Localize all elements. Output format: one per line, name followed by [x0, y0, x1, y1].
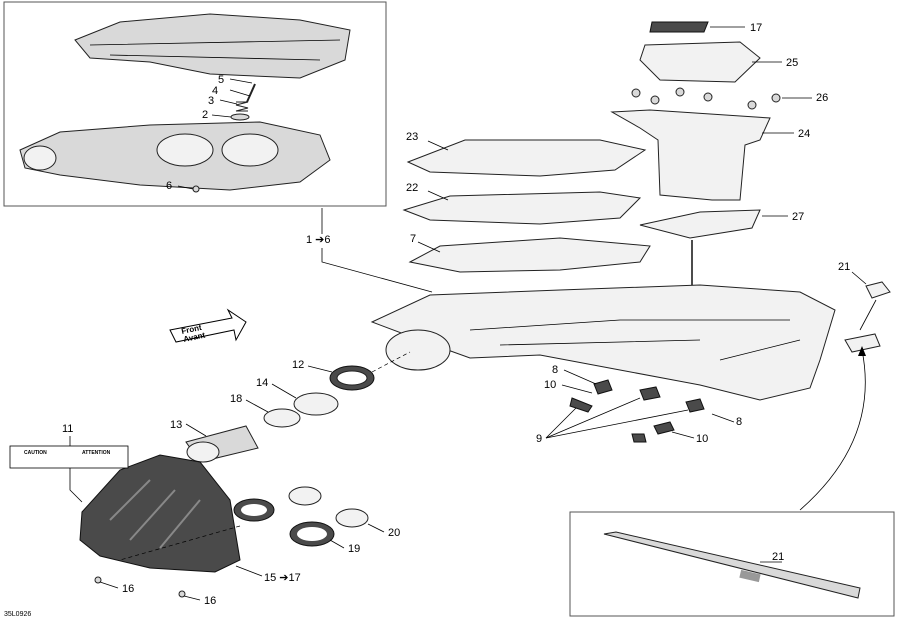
label-3: 3: [208, 95, 214, 107]
label-14: 14: [256, 377, 268, 389]
part-14-clamp: [293, 392, 339, 416]
label-19: 19: [348, 543, 360, 555]
diagram-code: 35L0926: [4, 611, 31, 618]
part-11-silencer: [79, 454, 241, 573]
part-6-nut: [192, 185, 200, 193]
label-7: 7: [410, 233, 416, 245]
front-arrow: Front Avant: [169, 308, 247, 344]
part-27-plate: [639, 209, 761, 239]
attention-text: ATTENTION: [82, 450, 111, 456]
label-18: 18: [230, 393, 242, 405]
part-16-screw-b: [178, 590, 186, 598]
inset-box-strap: [569, 511, 895, 617]
caution-text: CAUTION: [24, 450, 47, 456]
part-18-seal: [263, 408, 301, 428]
label-26: 26: [816, 92, 828, 104]
label-2: 2: [202, 109, 208, 121]
label-6: 6: [166, 180, 172, 192]
label-12: 12: [292, 359, 304, 371]
part-3-spring: [235, 101, 249, 112]
label-8-left: 8: [552, 364, 558, 376]
label-5: 5: [218, 74, 224, 86]
label-21-top: 21: [838, 261, 850, 273]
part-7-frame: [408, 237, 651, 273]
intake-ring-left: [156, 133, 214, 167]
label-4: 4: [212, 85, 218, 97]
label-22: 22: [406, 182, 418, 194]
part-22-filter: [402, 191, 642, 225]
label-25: 25: [786, 57, 798, 69]
part-21-clip: [865, 281, 891, 299]
intake-ring-right: [221, 133, 279, 167]
part-26-fasteners: [631, 87, 781, 110]
label-1-6: 1 ➔6: [306, 234, 331, 246]
label-15-17: 15 ➔17: [264, 572, 301, 584]
part-21-clip-installed: [844, 333, 881, 353]
label-27: 27: [792, 211, 804, 223]
part-2-washer: [230, 113, 250, 121]
part-23-panel: [406, 139, 647, 177]
part-5-pin: [246, 83, 256, 103]
airbox-inlet: [385, 329, 451, 371]
label-8-right: 8: [736, 416, 742, 428]
part-16-screw-a: [94, 576, 102, 584]
front-label: Front: [181, 323, 203, 336]
label-20: 20: [388, 527, 400, 539]
engine-port: [23, 145, 57, 171]
part-25-cover: [639, 41, 761, 83]
part-20-clamp: [335, 508, 369, 528]
label-9: 9: [536, 433, 542, 445]
label-11: 11: [62, 423, 73, 435]
part-clamp-a: [288, 486, 322, 506]
label-16a: 16: [122, 583, 134, 595]
part-17-grille: [649, 21, 709, 33]
label-23: 23: [406, 131, 418, 143]
label-17: 17: [750, 22, 762, 34]
upper-cover-part: [74, 13, 351, 79]
clip-group: [569, 379, 705, 443]
label-13: 13: [170, 419, 182, 431]
inset-box-engine: [3, 1, 387, 207]
part-24-housing: [610, 109, 771, 201]
caution-decal: [9, 445, 129, 469]
label-24: 24: [798, 128, 810, 140]
label-16b: 16: [204, 595, 216, 607]
label-21-inset: 21: [772, 551, 784, 563]
label-10-left: 10: [544, 379, 556, 391]
part-21-strap: [603, 531, 861, 599]
label-10-right: 10: [696, 433, 708, 445]
